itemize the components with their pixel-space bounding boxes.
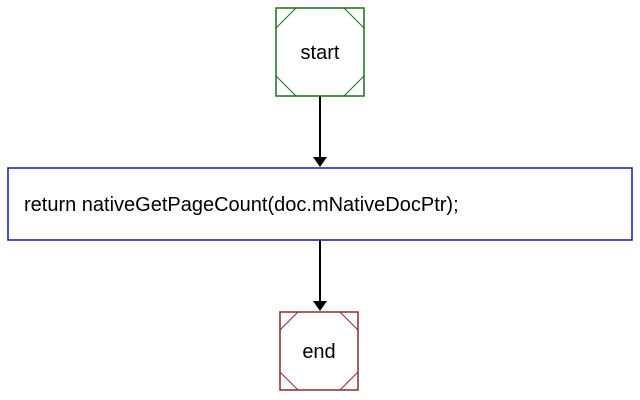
start-node-box	[275, 7, 365, 97]
end-node-corners	[279, 311, 359, 391]
start-node-label: start	[301, 42, 340, 64]
statement-node-box	[7, 167, 633, 241]
statement-node[interactable]: return nativeGetPageCount(doc.mNativeDoc…	[7, 167, 633, 241]
end-node[interactable]: end	[279, 311, 359, 391]
statement-node-label: return nativeGetPageCount(doc.mNativeDoc…	[24, 194, 459, 216]
start-node-corners	[275, 7, 365, 97]
start-node[interactable]: start	[275, 7, 365, 97]
end-node-box	[279, 311, 359, 391]
end-node-label: end	[302, 341, 335, 363]
